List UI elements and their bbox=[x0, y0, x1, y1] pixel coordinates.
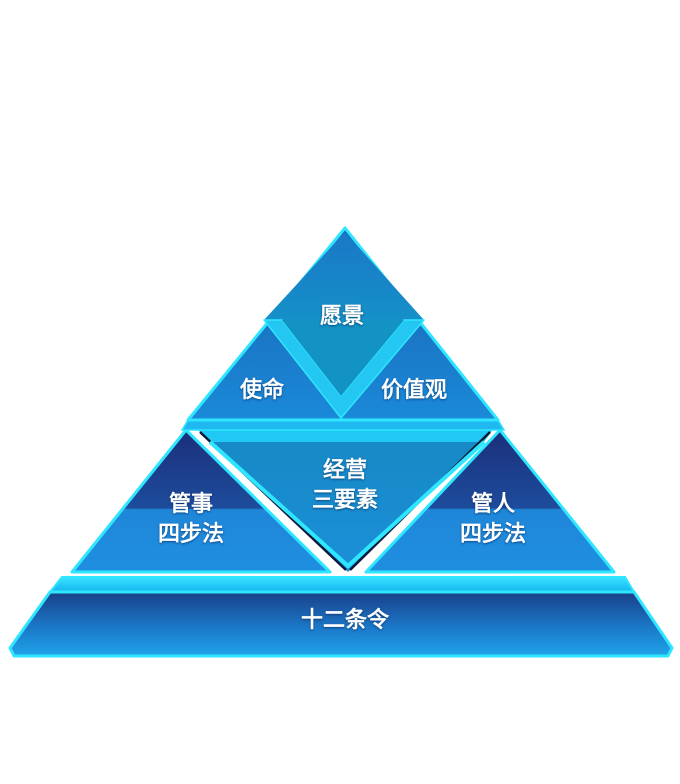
label-line: 管事 bbox=[168, 492, 214, 517]
label-line: 四步法 bbox=[157, 522, 225, 547]
label-business-three-elements: 经营 三要素 bbox=[312, 456, 378, 516]
label-manage-affairs: 管事 四步法 bbox=[158, 490, 224, 550]
label-line: 管人 bbox=[470, 492, 516, 517]
tier-middle bbox=[70, 419, 616, 574]
label-manage-people: 管人 四步法 bbox=[460, 490, 526, 550]
label-values: 价值观 bbox=[380, 378, 448, 403]
label-vision: 愿景 bbox=[319, 304, 365, 329]
label-line: 四步法 bbox=[459, 522, 527, 547]
label-line: 经营 bbox=[322, 458, 368, 483]
label-twelve-orders: 十二条令 bbox=[300, 608, 390, 633]
label-line: 三要素 bbox=[311, 488, 379, 513]
tier-bottom bbox=[8, 576, 674, 658]
label-mission: 使命 bbox=[239, 378, 285, 403]
tier-top bbox=[186, 226, 500, 422]
